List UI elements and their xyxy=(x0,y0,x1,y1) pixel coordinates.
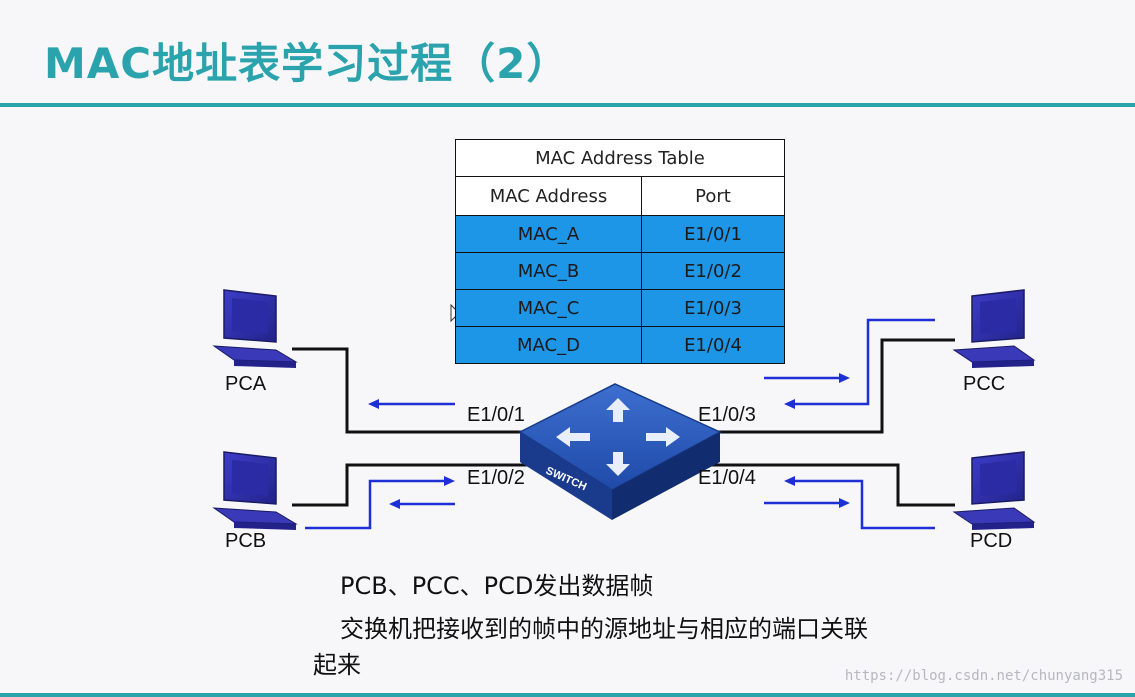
pca-computer-icon xyxy=(212,289,298,368)
port-label-e1-0-3: E1/0/3 xyxy=(698,404,756,426)
table-caption: MAC Address Table xyxy=(455,139,785,177)
arrowhead-to-pcd xyxy=(839,498,850,508)
title-divider xyxy=(0,103,1135,107)
port-cell: E1/0/2 xyxy=(641,252,785,290)
description-line-3: 起来 xyxy=(313,651,361,679)
page-title: MAC地址表学习过程（2） xyxy=(44,39,570,88)
header-mac-address: MAC Address xyxy=(455,176,642,216)
arrowhead-pcb-send xyxy=(444,476,455,486)
table-row: MAC_A E1/0/1 xyxy=(455,215,785,253)
table-row: MAC_C E1/0/3 xyxy=(455,289,785,327)
pcb-label: PCB xyxy=(225,530,267,552)
description-line-2: 交换机把接收到的帧中的源地址与相应的端口关联 xyxy=(340,615,868,643)
pcb-computer-icon xyxy=(212,451,298,530)
port-cell: E1/0/3 xyxy=(641,289,785,327)
port-label-e1-0-4: E1/0/4 xyxy=(698,467,756,489)
cable-pcd xyxy=(700,463,955,507)
arrow-heads xyxy=(368,373,850,509)
table-row: MAC_B E1/0/2 xyxy=(455,252,785,290)
mac-cell: MAC_B xyxy=(455,252,642,290)
cable-pcc xyxy=(700,338,955,434)
port-cell: E1/0/4 xyxy=(641,326,785,364)
arrowhead-pcc-send xyxy=(784,399,795,409)
mac-cell: MAC_C xyxy=(455,289,642,327)
arrowhead-to-pcb xyxy=(389,499,400,509)
pcd-send-path xyxy=(792,479,935,530)
table-row: MAC_D E1/0/4 xyxy=(455,326,785,364)
port-label-e1-0-1: E1/0/1 xyxy=(467,404,525,426)
arrowhead-to-pcc xyxy=(839,373,850,383)
pcd-computer-icon xyxy=(952,451,1036,530)
header-port: Port xyxy=(641,176,785,216)
arrowhead-pcd-send xyxy=(784,476,795,486)
cable-pca xyxy=(292,347,560,434)
cable-pcb xyxy=(292,463,560,507)
switch-icon: SWITCH xyxy=(518,383,722,520)
mac-address-table: MAC Address Table MAC Address Port MAC_A… xyxy=(455,139,785,364)
pcd-label: PCD xyxy=(970,530,1013,552)
pcc-label: PCC xyxy=(963,373,1006,395)
pca-label: PCA xyxy=(225,373,267,395)
port-label-e1-0-2: E1/0/2 xyxy=(467,467,525,489)
mac-cell: MAC_A xyxy=(455,215,642,253)
pcb-send-path xyxy=(305,479,448,530)
watermark: https://blog.csdn.net/chunyang315 xyxy=(844,668,1123,684)
pcc-computer-icon xyxy=(952,289,1036,368)
arrowhead-to-pca xyxy=(368,399,379,409)
frame-paths xyxy=(305,318,935,530)
cables xyxy=(292,338,955,507)
description-line-1: PCB、PCC、PCD发出数据帧 xyxy=(340,572,654,600)
bottom-divider xyxy=(0,693,1135,697)
pcc-send-path xyxy=(792,318,935,406)
mac-cell: MAC_D xyxy=(455,326,642,364)
port-cell: E1/0/1 xyxy=(641,215,785,253)
